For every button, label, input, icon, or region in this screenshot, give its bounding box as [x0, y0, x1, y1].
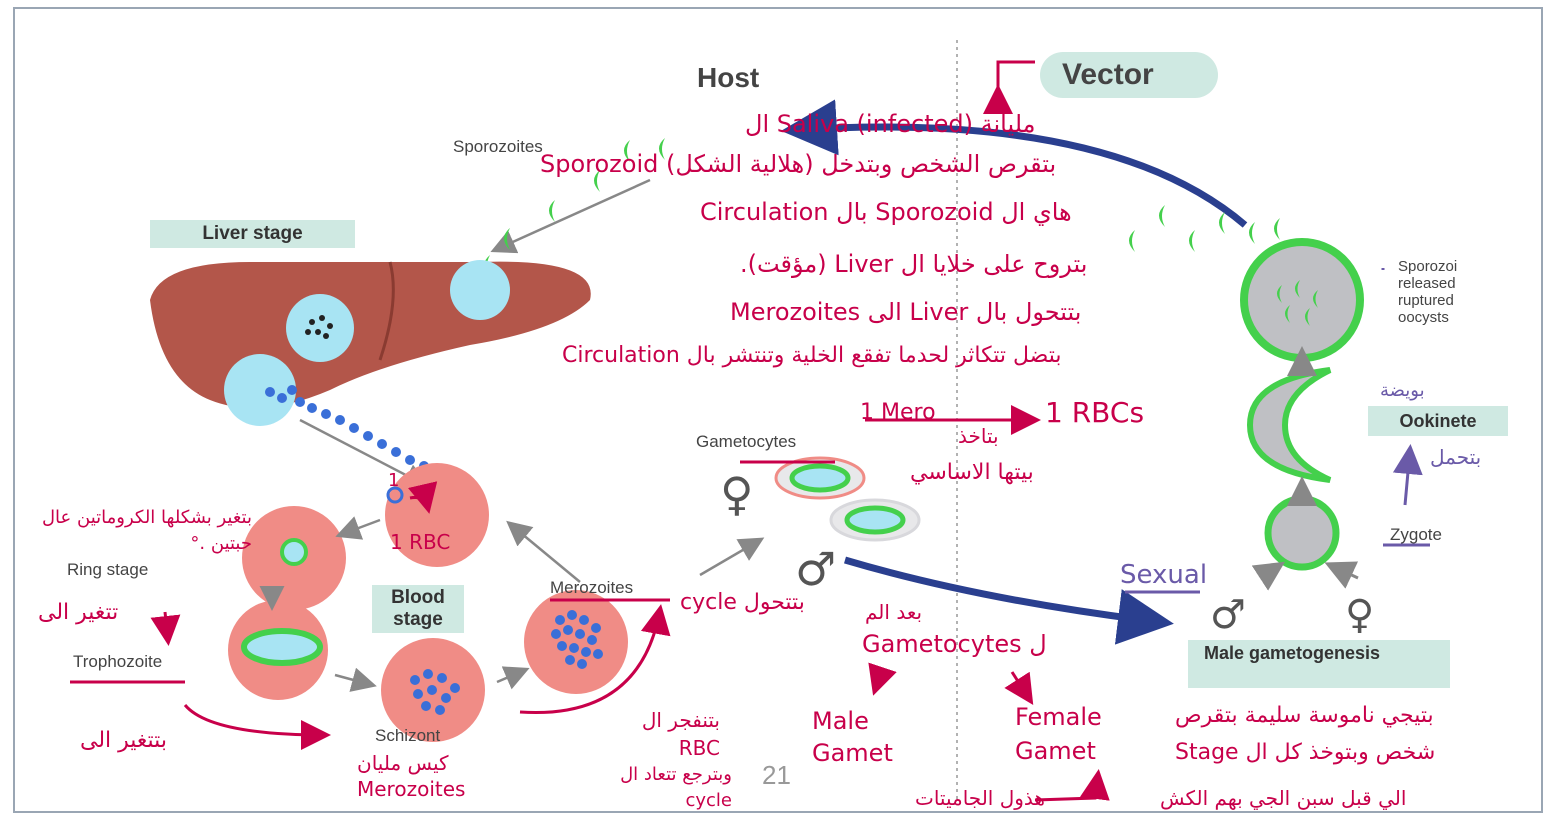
ookinete-box: Ookinete — [1368, 406, 1508, 436]
note-baed: بعد الم — [865, 600, 922, 624]
note-tataghayar: تتغير الى — [38, 600, 118, 625]
female-symbol-host: ♀ — [720, 467, 754, 521]
ring-stage-label: Ring stage — [67, 560, 148, 580]
note-gametocytes: Gametocytes ل — [862, 630, 1047, 658]
ookinete-shape — [1250, 370, 1330, 480]
note-restart: وبترجع تتعاد ال cycle — [592, 762, 732, 814]
note-one-rbc: 1 RBC — [390, 530, 450, 554]
note-liver: بتروح على خلايا ال Liver (مؤقت). — [740, 250, 1087, 278]
note-rupture: بتضل تتكاثر لحدما تفقع الخلية وتنتشر بال… — [562, 343, 1062, 368]
gametocytes-label: Gametocytes — [696, 432, 796, 452]
liver-cell-2 — [286, 294, 354, 362]
note-one: 1 — [388, 470, 399, 491]
note-circulation: هاي ال Sporozoid بال Circulation — [700, 198, 1072, 226]
note-betakhtar: بتاخذ — [958, 424, 999, 448]
female-symbol-vector: ♀ — [1345, 592, 1374, 638]
liver-cell-1 — [450, 260, 510, 320]
zygote-label: Zygote — [1390, 525, 1442, 545]
schizont-label: Schizont — [375, 726, 440, 746]
note-haduol: هذول الجاميتات — [915, 786, 1045, 810]
sporozoites-vector — [1129, 205, 1280, 252]
oocyst — [1244, 242, 1360, 358]
liver-cell-3 — [224, 354, 296, 426]
note-mosquito-1: بتيجي ناموسة سليمة بتقرص — [1175, 703, 1434, 728]
male-symbol-vector: ♂ — [1210, 592, 1246, 638]
oocyst-note: Sporozoi released ruptured oocysts — [1398, 258, 1498, 326]
note-sporozoid: Sporozoid (هلالية الشكل) بتقرص الشخص وبت… — [540, 150, 1056, 178]
note-mero-right: 1 RBCs — [1045, 396, 1144, 429]
male-symbol-host: ♂ — [795, 542, 836, 596]
note-mosquito-2: شخص وبتوخذ كل ال Stage — [1175, 740, 1435, 765]
trophozoite-label: Trophozoite — [73, 652, 162, 672]
liver-stage-box: Liver stage — [150, 220, 355, 248]
note-merozoites: بتتحول بال Liver الى Merozoites — [730, 298, 1081, 326]
vector-title: Vector — [1062, 58, 1154, 92]
note-sexual: Sexual — [1120, 560, 1207, 590]
blood-stage-box: Blood stage — [372, 585, 464, 633]
sporozoite-to-liver-arrow — [495, 180, 650, 250]
zygote-shape — [1268, 499, 1336, 567]
note-tataghayar2: بتتغير الى — [80, 728, 167, 753]
note-female-gamet: Female Gamet — [1015, 700, 1115, 768]
note-mero-left: 1 Mero — [860, 400, 936, 425]
note-saliva: ال Saliva (infected) مليانة — [745, 110, 1036, 138]
note-bait: بيتها الاساسي — [910, 460, 1034, 485]
host-title: Host — [697, 62, 759, 94]
liver-shape — [150, 262, 591, 408]
note-ookinete: بويضة — [1380, 380, 1425, 401]
note-rupture-rbc: بتنفجر ال RBC — [600, 706, 720, 762]
note-kees: كيس مليان Merozoites — [357, 750, 507, 802]
page-number: 21 — [762, 760, 791, 791]
note-cycle: cycle بتتحول — [680, 590, 805, 615]
sporozoites-label: Sporozoites — [453, 137, 543, 157]
note-male-gamet: Male Gamet — [812, 705, 902, 769]
merozoites-label: Merozoites — [550, 578, 633, 598]
male-gametogenesis-box: Male gametogenesis — [1188, 640, 1450, 688]
note-ring: بتغير بشكلها الكروماتين عال حبتين .° — [22, 505, 252, 557]
note-tahmil: بتحمل — [1430, 445, 1481, 469]
rbc-merozoites — [524, 590, 628, 694]
note-mosquito-3: الي قبل سبن الجي بهم الكش — [1160, 786, 1406, 810]
